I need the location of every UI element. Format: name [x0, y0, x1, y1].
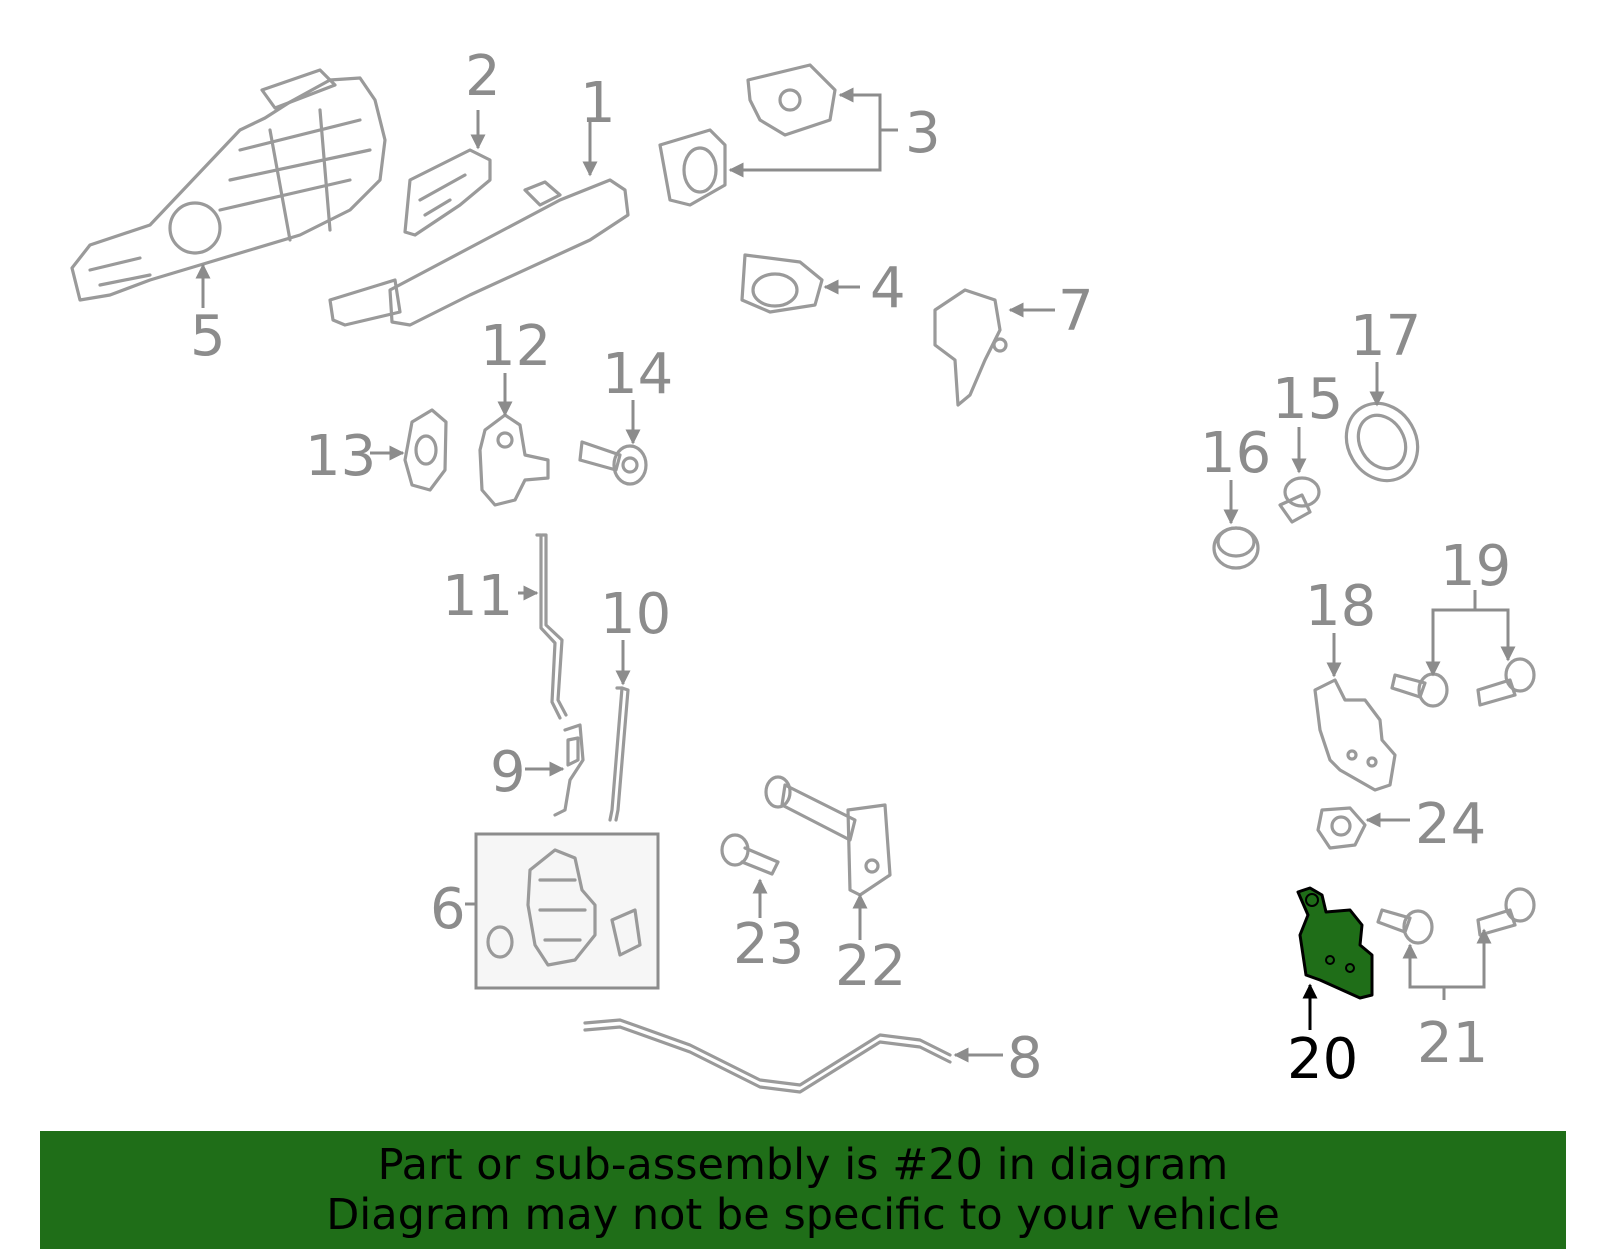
- leader-lines: [195, 87, 1516, 1063]
- part-1-outside-handle: [328, 178, 630, 327]
- part-6-latch-assembly: [474, 832, 660, 990]
- part-9-clip: [553, 723, 585, 817]
- banner-line-2: Diagram may not be specific to your vehi…: [326, 1190, 1280, 1240]
- part-4-grommet: [740, 253, 824, 314]
- part-2-handle-cover: [403, 148, 492, 237]
- callout-17: 17: [1350, 304, 1421, 369]
- callout-24: 24: [1415, 792, 1486, 857]
- parts-diagram: 1 2 3 4 5 6 7 8 9 10 11 12 13 14 15 16 1…: [70, 44, 1536, 1094]
- part-8-cable: [583, 1018, 952, 1094]
- callout-11: 11: [442, 564, 513, 629]
- callout-9: 9: [490, 740, 526, 805]
- callout-22: 22: [835, 934, 906, 999]
- banner-line-1: Part or sub-assembly is #20 in diagram: [377, 1140, 1229, 1190]
- callout-16: 16: [1200, 421, 1271, 486]
- part-24-nut: [1316, 806, 1367, 850]
- callout-7: 7: [1058, 279, 1094, 344]
- part-20-hinge-highlighted: [1296, 886, 1374, 1000]
- callout-4: 4: [870, 256, 906, 321]
- callout-14: 14: [602, 342, 673, 407]
- part-18-hinge: [1313, 678, 1397, 792]
- part-17-plug: [1344, 401, 1420, 483]
- part-16-bumper: [1212, 526, 1260, 570]
- callout-15: 15: [1272, 367, 1343, 432]
- callout-12: 12: [480, 314, 551, 379]
- part-19-bolts: [1390, 657, 1536, 708]
- callout-21: 21: [1417, 1011, 1488, 1076]
- callout-5: 5: [190, 304, 226, 369]
- callout-8: 8: [1007, 1026, 1043, 1091]
- part-15-clip: [1278, 476, 1321, 524]
- info-banner: Part or sub-assembly is #20 in diagram D…: [40, 1131, 1566, 1249]
- part-13-gasket: [403, 408, 448, 492]
- part-22-door-check: [764, 775, 892, 897]
- part-21-bolts: [1376, 887, 1536, 945]
- callout-6: 6: [430, 877, 466, 942]
- part-12-bracket: [478, 413, 550, 507]
- callout-3: 3: [905, 101, 941, 166]
- callout-20: 20: [1287, 1027, 1358, 1092]
- part-11-rod: [535, 533, 568, 720]
- callout-13: 13: [305, 424, 376, 489]
- part-5-handle-bracket: [70, 68, 387, 302]
- callout-labels: 1 2 3 4 5 6 7 8 9 10 11 12 13 14 15 16 1…: [190, 44, 1511, 1092]
- callout-23: 23: [733, 912, 804, 977]
- callout-1: 1: [580, 71, 616, 136]
- part-23-bolt: [720, 833, 780, 876]
- callout-19: 19: [1440, 534, 1511, 599]
- part-14-bolt: [578, 440, 648, 486]
- callout-18: 18: [1305, 574, 1376, 639]
- callout-10: 10: [600, 582, 671, 647]
- part-3-caps: [658, 63, 837, 207]
- callout-2: 2: [465, 44, 501, 109]
- part-10-rod: [608, 686, 630, 822]
- part-7-cover: [933, 288, 1008, 407]
